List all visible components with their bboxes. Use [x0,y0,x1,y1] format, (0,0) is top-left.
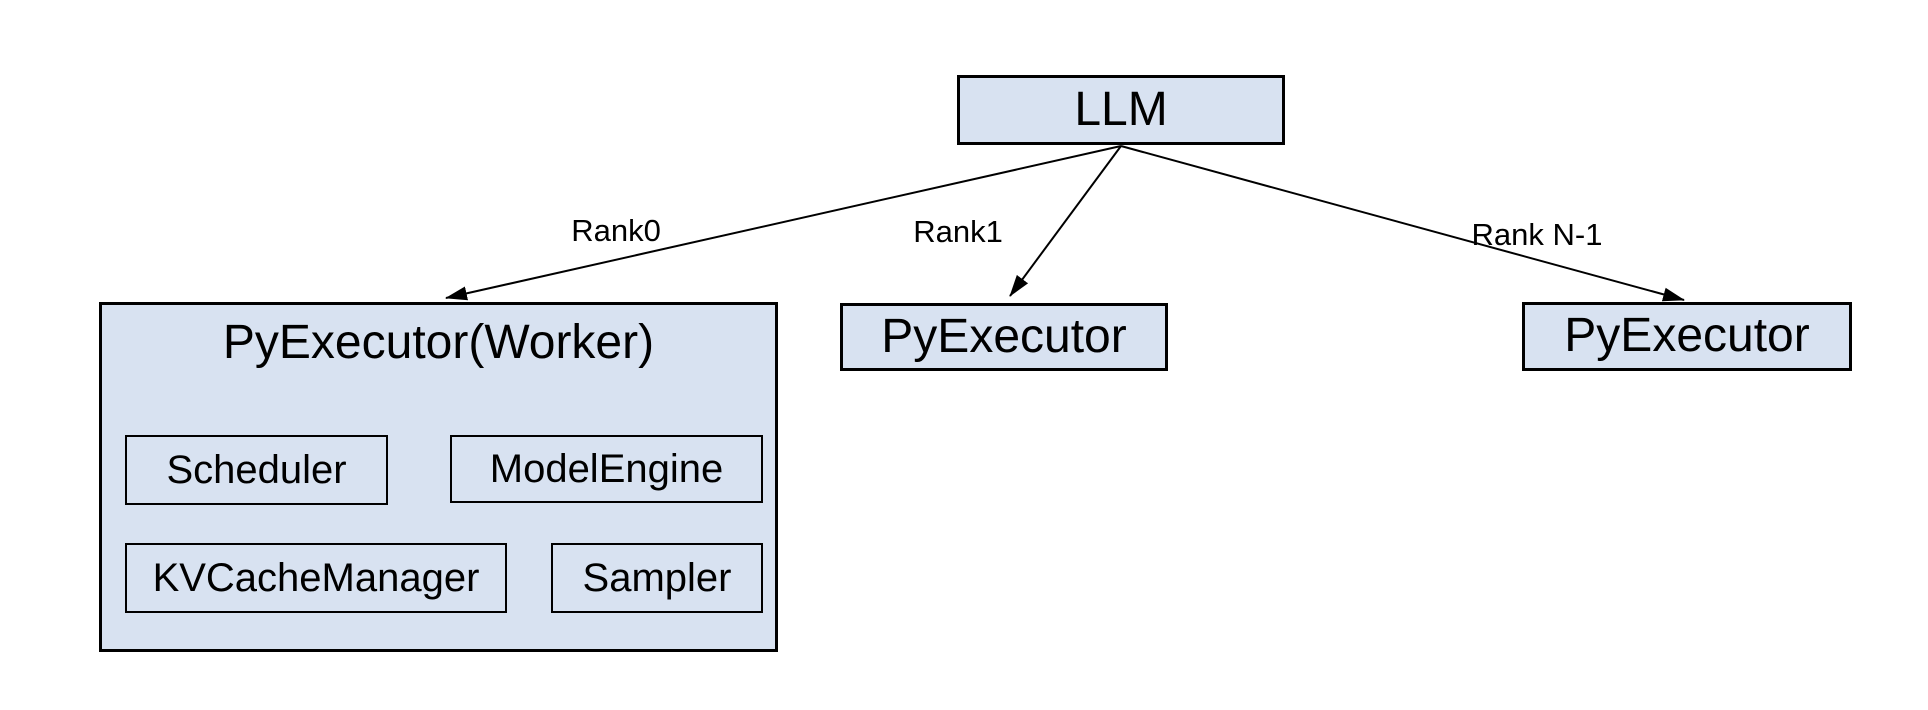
node-pyexecutor-rank-n-1-label: PyExecutor [1564,309,1810,363]
node-llm: LLM [957,75,1285,145]
subnode-modelengine-label: ModelEngine [489,447,724,491]
node-pyexecutor-rank-n-1: PyExecutor [1522,302,1852,371]
subnode-sampler-label: Sampler [582,556,732,600]
edge-label-rank1: Rank1 [913,213,1003,249]
subnode-kvcachemanager: KVCacheManager [125,543,507,613]
subnode-sampler: Sampler [551,543,763,613]
subnode-kvcachemanager-label: KVCacheManager [152,556,480,600]
node-pyexecutor-worker: PyExecutor(Worker) Scheduler ModelEngine… [99,302,778,652]
node-pyexecutor-rank1: PyExecutor [840,303,1168,371]
node-pyexecutor-worker-title: PyExecutor(Worker) [222,316,655,369]
edge-label-rank0: Rank0 [571,212,661,248]
edge-label-rank-n-1: Rank N-1 [1471,216,1603,252]
subnode-modelengine: ModelEngine [450,435,763,503]
node-llm-label: LLM [1074,82,1168,136]
edge-rank-n-1-arrow [1120,145,1685,302]
node-pyexecutor-rank1-label: PyExecutor [881,309,1127,363]
subnode-scheduler: Scheduler [125,435,388,505]
edge-rank1-arrow [1009,145,1122,297]
subnode-scheduler-label: Scheduler [166,448,347,492]
edge-rank0-arrow [445,145,1122,301]
